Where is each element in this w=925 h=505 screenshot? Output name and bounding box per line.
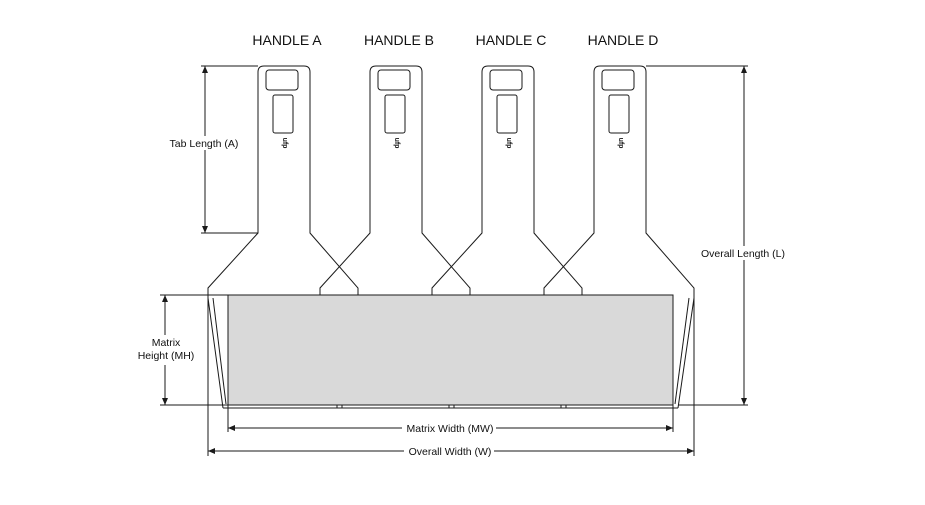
handle-c-label-window — [496, 94, 518, 134]
arrowhead — [162, 295, 168, 302]
arrowhead — [202, 226, 208, 233]
handle-c-grip-hole — [489, 69, 523, 91]
handle-b-title: HANDLE B — [364, 32, 434, 48]
handle-d-grip-hole — [601, 69, 635, 91]
handle-a-logo: ufp — [281, 138, 288, 149]
handle-b-logo: ufp — [393, 138, 400, 149]
overall-length-label: Overall Length (L) — [701, 248, 785, 260]
matrix-height-label-line2: Height (MH) — [138, 350, 195, 362]
handle-d-title: HANDLE D — [588, 32, 659, 48]
tab-length-label: Tab Length (A) — [170, 138, 239, 150]
matrix-area — [227, 294, 674, 406]
outer-outline-right — [543, 65, 695, 409]
handle-a-label-window — [272, 94, 294, 134]
handle-b-outline — [319, 65, 471, 295]
handle-a-title: HANDLE A — [252, 32, 322, 48]
overall-width-label: Overall Width (W) — [409, 446, 492, 458]
arrowhead — [741, 398, 747, 405]
arrowhead — [228, 425, 235, 431]
arrowhead — [208, 448, 215, 454]
matrix-width-label: Matrix Width (MW) — [407, 423, 494, 435]
handle-d-label-window — [608, 94, 630, 134]
arrowhead — [202, 66, 208, 73]
arrowhead — [666, 425, 673, 431]
handle-a-grip-hole — [265, 69, 299, 91]
bottom-notch — [336, 404, 343, 409]
handle-b-label-window — [384, 94, 406, 134]
handle-c-logo: ufp — [505, 138, 512, 149]
left-fold-line — [212, 297, 227, 405]
handle-d-logo: ufp — [617, 138, 624, 149]
bottom-notch — [560, 404, 567, 409]
handle-c-outline — [431, 65, 583, 295]
arrowhead — [741, 66, 747, 73]
right-fold-line — [674, 297, 690, 405]
outer-outline-left — [207, 65, 359, 409]
handle-b-grip-hole — [377, 69, 411, 91]
handle-c-title: HANDLE C — [476, 32, 547, 48]
arrowhead — [687, 448, 694, 454]
bottom-notch — [448, 404, 455, 409]
arrowhead — [162, 398, 168, 405]
matrix-height-label-line1: Matrix — [152, 337, 181, 349]
